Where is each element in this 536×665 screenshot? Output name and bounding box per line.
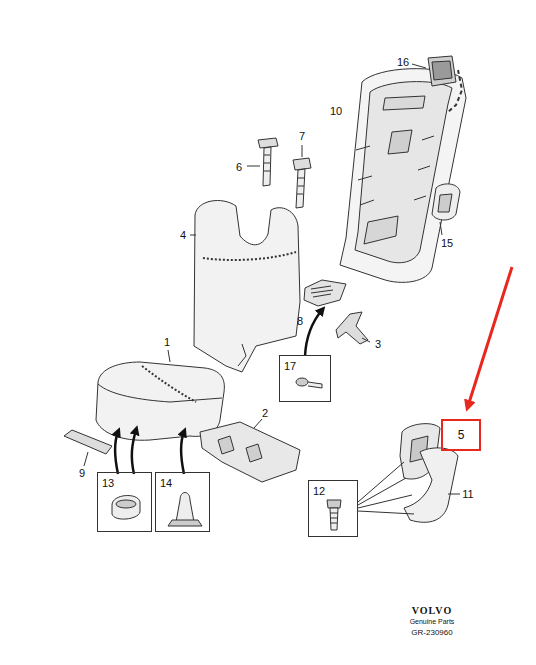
callout-number: 3	[375, 338, 381, 350]
callout-number: 14	[156, 474, 172, 489]
callout-number: 13	[98, 474, 114, 489]
callout-number: 6	[236, 161, 242, 173]
side-trim	[400, 424, 460, 523]
backrest-cushion	[190, 200, 300, 372]
callout-number: 12	[309, 482, 325, 497]
push-pin-icon	[168, 493, 202, 527]
seat-cushion	[96, 350, 224, 440]
trim-part	[432, 184, 460, 235]
bracket-part	[336, 312, 370, 344]
callout-number: 17	[280, 357, 296, 372]
bolt-icon	[327, 500, 341, 530]
backrest-frame	[340, 69, 466, 283]
callout-number: 8	[297, 315, 303, 327]
inset-box: 12	[308, 480, 358, 537]
brand-mark: GR-230960	[411, 629, 452, 638]
clip-part	[412, 56, 462, 112]
callout-number: 10	[330, 105, 342, 117]
inset-box: 13	[97, 472, 152, 532]
screw-icon	[296, 378, 322, 388]
assembly-arrow	[115, 310, 322, 474]
callout-number: 1	[164, 336, 170, 348]
highlight-box: 5	[441, 419, 481, 451]
callout-number: 5	[458, 428, 465, 442]
callout-number: 4	[180, 229, 186, 241]
cover-part	[304, 280, 346, 306]
callout-number: 15	[441, 237, 453, 249]
callout-number: 9	[79, 467, 85, 479]
brand-mark: Genuine Parts	[410, 618, 455, 626]
inset-box: 14	[155, 472, 210, 532]
clip-ring-icon	[112, 496, 140, 520]
trim-strip	[64, 430, 112, 466]
callout-number: 11	[462, 488, 473, 500]
callout-number: 7	[299, 130, 305, 142]
inset-box: 17	[279, 355, 331, 402]
highlight-arrow	[468, 267, 512, 406]
headrest-guide	[247, 138, 311, 208]
leader-lines	[358, 462, 414, 514]
seat-frame-part	[200, 419, 300, 482]
callout-number: 2	[262, 407, 268, 419]
brand-mark: VOLVO	[412, 605, 452, 616]
callout-number: 16	[397, 56, 409, 68]
